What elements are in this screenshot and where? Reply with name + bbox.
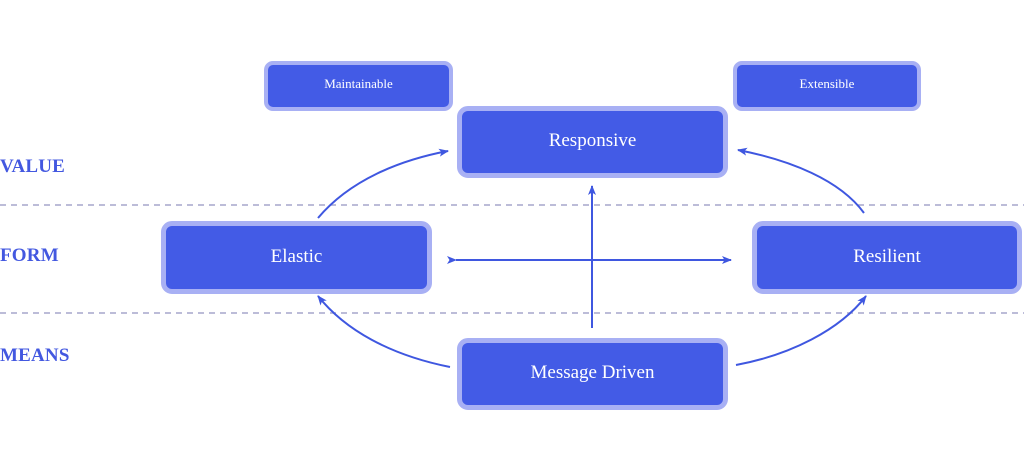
node-responsive: Responsive: [457, 106, 728, 178]
row-label-value: VALUE: [0, 156, 66, 177]
node-message-driven: Message Driven: [457, 338, 728, 410]
node-responsive-label: Responsive: [548, 130, 637, 151]
arrow-elastic-to-responsive: [317, 148, 449, 219]
node-resilient: Resilient: [752, 221, 1022, 294]
node-extensible: Extensible: [733, 61, 921, 111]
node-extensible-label: Extensible: [799, 76, 855, 91]
row-label-form: FORM: [0, 245, 59, 266]
row-label-means: MEANS: [0, 345, 70, 366]
node-elastic: Elastic: [161, 221, 432, 294]
node-maintainable: Maintainable: [264, 61, 453, 111]
node-elastic-label: Elastic: [270, 245, 323, 267]
node-maintainable-label: Maintainable: [324, 76, 393, 91]
arrow-message-driven-to-elastic: [317, 295, 451, 368]
arrow-message-driven-to-resilient: [735, 295, 867, 366]
node-resilient-label: Resilient: [853, 245, 921, 267]
node-message-driven-label: Message Driven: [530, 362, 655, 383]
arrow-resilient-to-responsive: [737, 147, 865, 214]
